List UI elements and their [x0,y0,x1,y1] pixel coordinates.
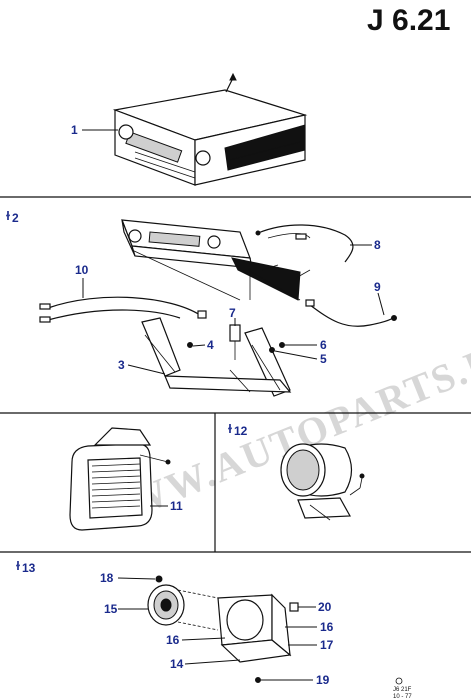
callout-20: 20 [318,600,332,614]
callout-11: 11 [170,499,183,513]
callout-4-leader [192,344,206,347]
page-code: J 6.21 [367,4,450,37]
callout-17: 17 [320,638,334,652]
callout-5-leader [274,350,318,360]
callout-7: 7 [229,306,236,320]
svg-text:12: 12 [234,424,248,438]
callout-14: 14 [170,657,184,671]
callout-18: 18 [100,571,114,585]
section-12-marker: ɫ 12 [228,422,248,438]
callout-8: 8 [374,238,381,252]
callout-4: 4 [207,338,214,352]
callout-16a-leader [181,637,226,641]
svg-text:2: 2 [12,211,19,225]
callout-3-leader [127,364,166,375]
svg-text:13: 13 [22,561,36,575]
callout-16-right: 16 [320,620,334,634]
footer-reference: J6 21F 10 - 77 [393,677,412,700]
cable-10-drawing [39,296,207,323]
callout-14-leader [184,659,241,665]
section-2-marker: ɫ 2 [6,209,19,225]
callout-3: 3 [118,358,125,372]
speaker-box-drawing [69,427,171,531]
callout-5: 5 [320,352,327,366]
radio-unit-drawing [112,72,308,186]
callout-6: 6 [320,338,327,352]
callout-18-leader [117,577,156,580]
callout-9-leader [377,292,385,316]
cable-9-drawing [305,299,397,327]
section-13-marker: ɫ 13 [16,559,36,575]
bracket-drawing [141,317,292,397]
callout-15: 15 [104,602,118,616]
callout-9: 9 [374,280,381,294]
round-speaker-drawing [280,443,365,521]
svg-text:ɫ: ɫ [228,422,232,436]
callout-19: 19 [316,673,330,687]
cable-8-drawing [255,224,354,263]
speaker-bracket-drawing [147,575,299,683]
panel-dividers [0,196,471,553]
svg-text:ɫ: ɫ [6,209,10,223]
svg-text:ɫ: ɫ [16,559,20,573]
callout-1: 1 [71,123,78,137]
callout-16-left: 16 [166,633,180,647]
footer-ref-code: J6 21F [393,687,412,693]
footer-date: 10 - 77 [393,694,412,700]
radio-kit-drawing [121,219,311,301]
callout-10: 10 [75,263,89,277]
